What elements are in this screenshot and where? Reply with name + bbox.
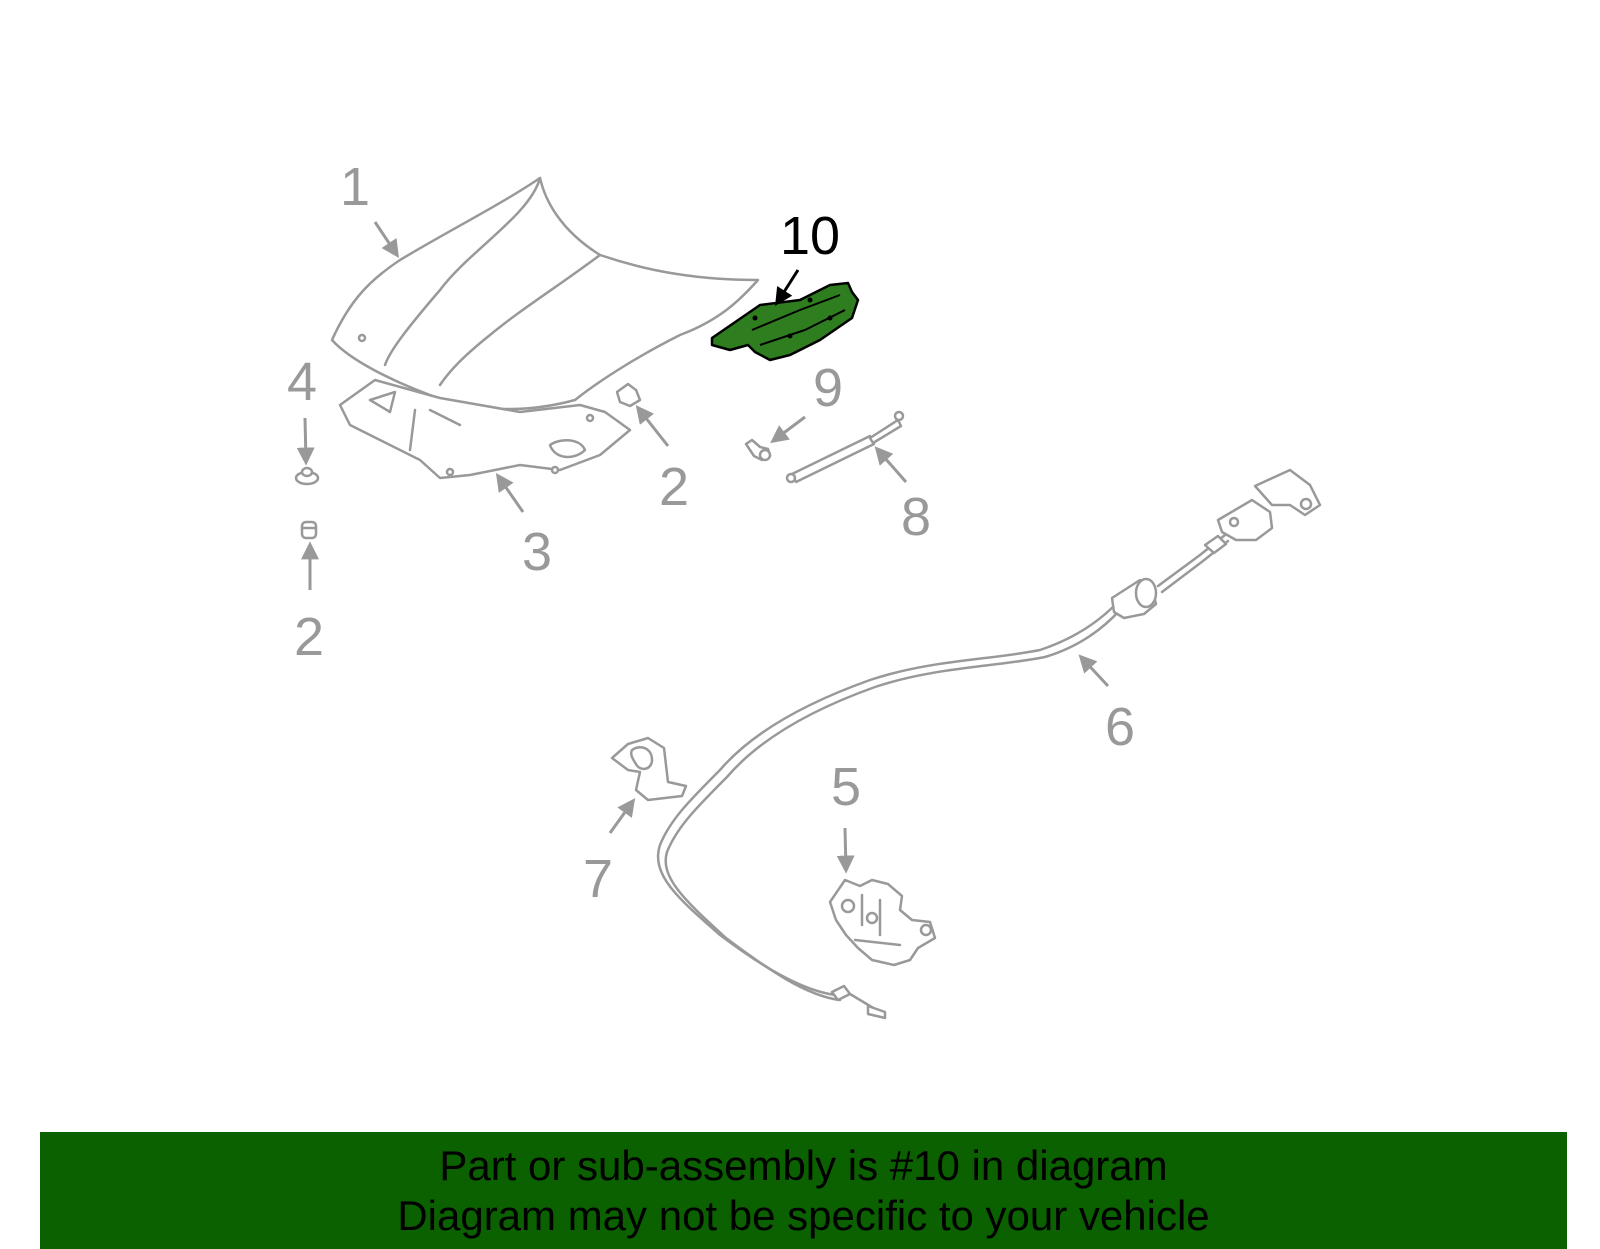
release-cable-part bbox=[656, 468, 1322, 1020]
callout-6: 6 bbox=[1105, 697, 1135, 757]
gas-strut-part bbox=[785, 410, 905, 484]
info-banner: Part or sub-assembly is #10 in diagram D… bbox=[40, 1132, 1567, 1249]
callout-2-upper: 2 bbox=[659, 457, 689, 517]
callout-1: 1 bbox=[340, 157, 370, 217]
callout-2-lower: 2 bbox=[294, 607, 324, 667]
leader-arrows bbox=[296, 221, 1110, 874]
insulator-part bbox=[338, 378, 632, 480]
callout-10-highlighted: 10 bbox=[780, 206, 840, 266]
hood-hinge-part-highlighted bbox=[710, 281, 860, 362]
bumper-part bbox=[300, 520, 318, 540]
callout-9: 9 bbox=[813, 358, 843, 418]
cable-clip-part bbox=[610, 736, 688, 802]
hood-part bbox=[330, 176, 760, 411]
clip-part-upper bbox=[615, 382, 642, 408]
hood-latch-part bbox=[828, 878, 937, 967]
push-pin-part bbox=[294, 466, 320, 486]
parts-diagram: 1 2 2 3 4 5 6 7 8 9 10 bbox=[287, 157, 1322, 1020]
banner-line-disclaimer: Diagram may not be specific to your vehi… bbox=[397, 1192, 1210, 1239]
ball-stud-part bbox=[744, 438, 772, 462]
callout-8: 8 bbox=[901, 487, 931, 547]
callout-5: 5 bbox=[831, 757, 861, 817]
callout-4: 4 bbox=[287, 352, 317, 412]
callout-3: 3 bbox=[522, 522, 552, 582]
callout-7: 7 bbox=[583, 849, 613, 909]
banner-line-part-number: Part or sub-assembly is #10 in diagram bbox=[439, 1142, 1168, 1189]
